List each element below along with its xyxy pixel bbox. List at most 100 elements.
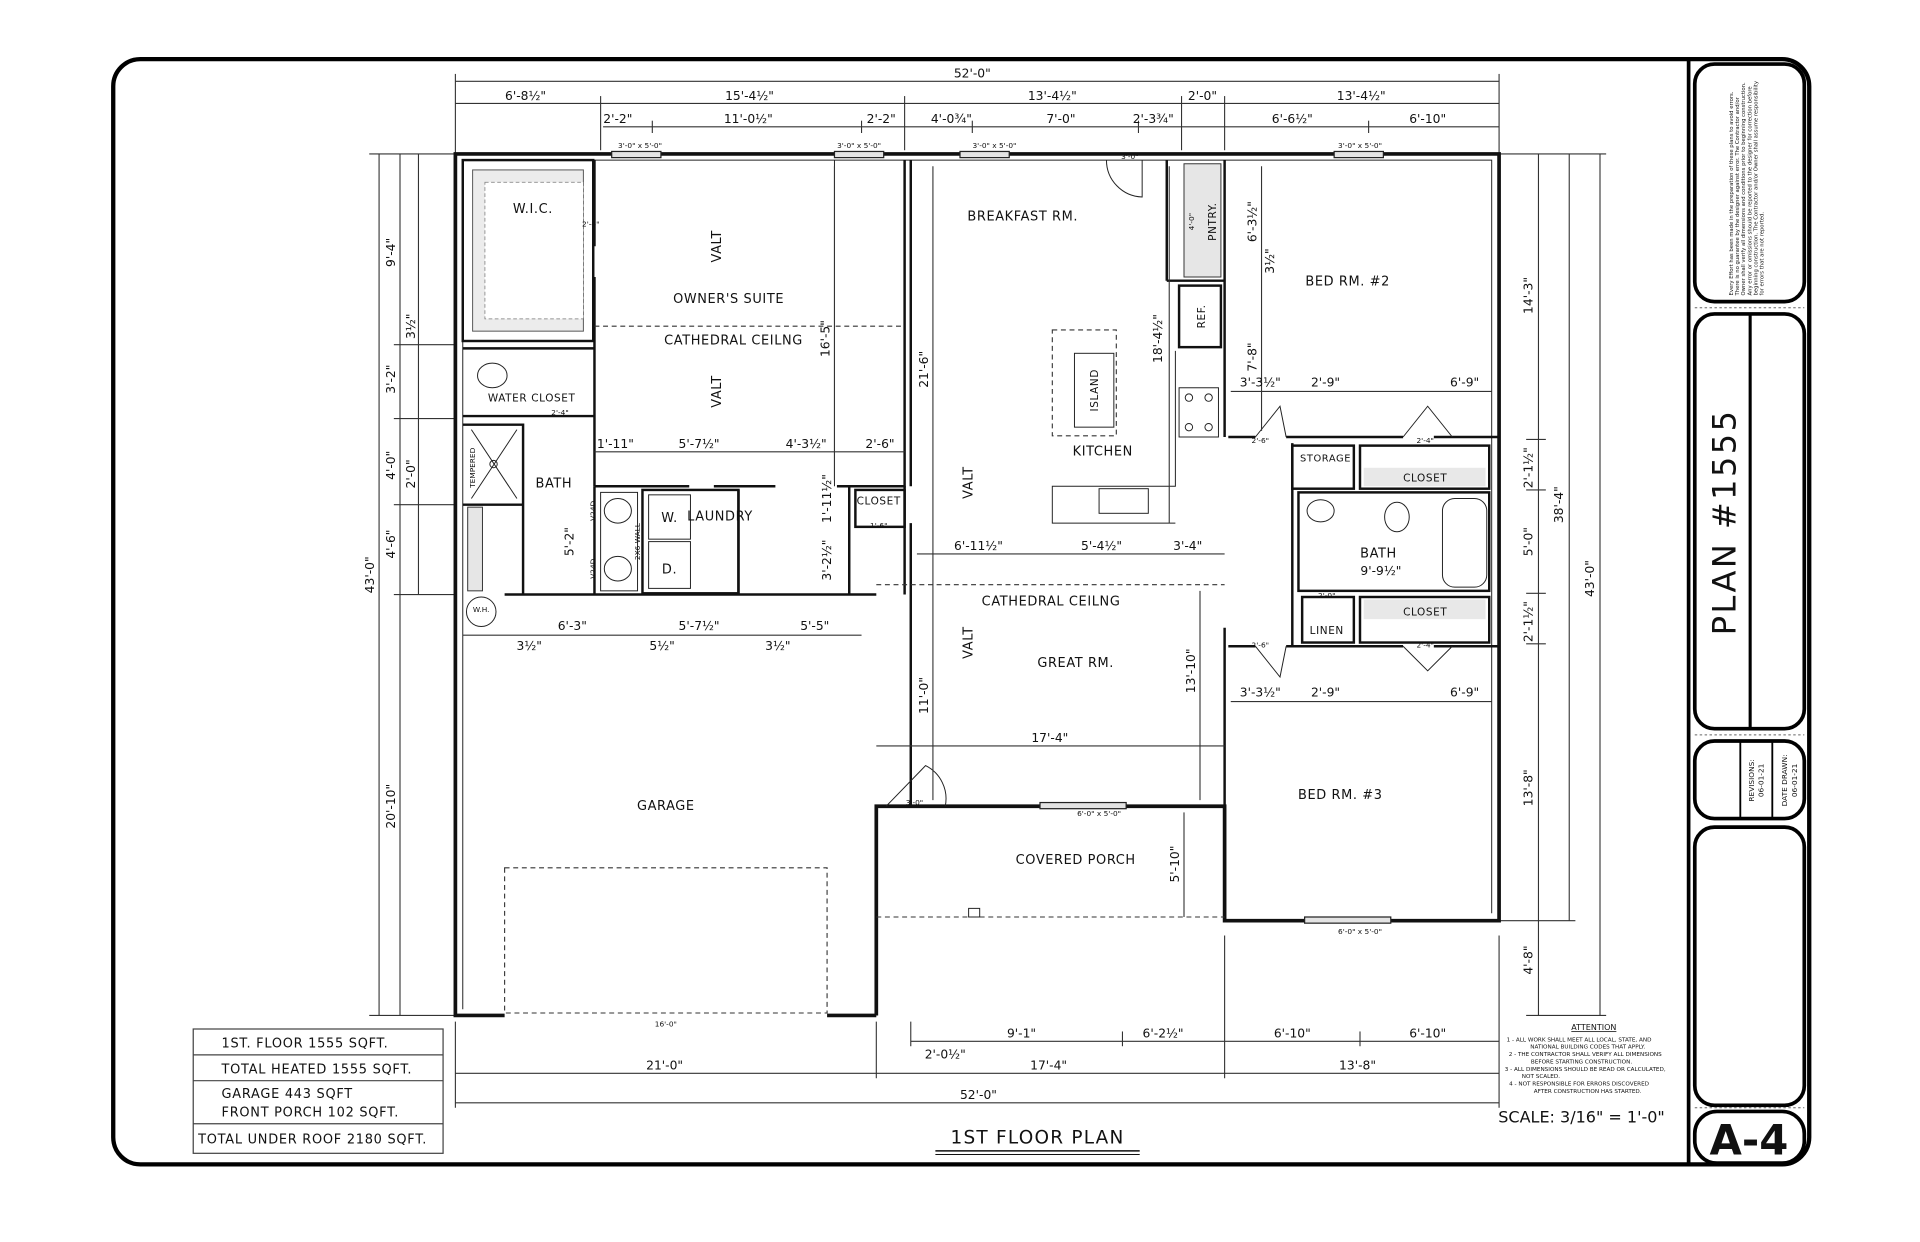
attention-line: BEFORE STARTING CONSTRUCTION. xyxy=(1531,1059,1632,1065)
room-label-storage: STORAGE xyxy=(1300,454,1351,465)
sink-note: V24D xyxy=(589,558,598,578)
dimension-label: 5'-5" xyxy=(800,619,829,633)
dimension-label: 21'-6" xyxy=(917,351,931,388)
dimension-label: 13'-4½" xyxy=(1337,89,1386,103)
room-label-closet: CLOSET xyxy=(1403,472,1447,484)
interior-dimensions: 16'-5" 21'-6" 18'-4½" 6'-3½" 3½" 7'-8" 3… xyxy=(462,152,1492,918)
island-label: ISLAND xyxy=(1089,369,1101,412)
dimension-label: 7'-0" xyxy=(1046,112,1075,126)
dimension-label: 2'-4" xyxy=(1416,640,1433,649)
dimension-label: 2'-9" xyxy=(1311,376,1340,390)
dimension-label: 6'-8½" xyxy=(505,89,546,103)
dimension-label: 38'-4" xyxy=(1552,486,1566,523)
dimension-label: 17'-4" xyxy=(1031,731,1068,745)
sink-note: V24D xyxy=(589,500,598,520)
disclaimer-line: Any error or omissions should be reporte… xyxy=(1747,86,1753,295)
disclaimer-line: beginning construction. The Contractor a… xyxy=(1754,81,1760,295)
dimension-label: 6'-6½" xyxy=(1272,112,1313,126)
dimension-label: 6'-3" xyxy=(558,619,587,633)
dryer-label: D. xyxy=(662,563,677,578)
ceiling-note: CATHEDRAL CEILNG xyxy=(664,334,803,349)
wall-note: 2X6 WALL xyxy=(633,522,642,560)
room-label-water-closet: WATER CLOSET xyxy=(488,392,576,404)
dimension-label: 2'-0" xyxy=(404,459,418,488)
room-label-kitchen: KITCHEN xyxy=(1073,444,1133,459)
room-label-wic: W.I.C. xyxy=(513,202,553,217)
dimension-label: 11'-0" xyxy=(917,677,931,714)
room-label-linen: LINEN xyxy=(1310,625,1344,637)
ceiling-note: VALT xyxy=(710,375,725,408)
shower-note: TEMPERED xyxy=(468,447,477,488)
left-dimensions: 9'-4" 3½" 3'-2" 4'-0" 2'-0" 4'-6" 43'-0"… xyxy=(363,153,456,1017)
attention-line: 3 - ALL DIMENSIONS SHOULD BE READ OR CAL… xyxy=(1505,1067,1666,1073)
drawing-scale: SCALE: 3/16" = 1'-0" xyxy=(1498,1108,1665,1127)
dimension-label: 5'-10" xyxy=(1168,846,1182,883)
dimension-label: 13'-10" xyxy=(1184,648,1198,693)
dimension-label: 6'-9" xyxy=(1450,376,1479,390)
attention-notes: ATTENTION 1 - ALL WORK SHALL MEET ALL LO… xyxy=(1505,1023,1666,1095)
dimension-label: 3'-2" xyxy=(384,365,398,394)
attention-heading: ATTENTION xyxy=(1571,1023,1616,1032)
dimension-label: 3½" xyxy=(404,314,418,339)
dimension-label: 4'-0" xyxy=(384,451,398,480)
title-block: Every Effort has been made in the prepar… xyxy=(1692,62,1807,1165)
dimension-label: 6'-11½" xyxy=(954,539,1003,553)
sheet-number: A-4 xyxy=(1710,1116,1789,1165)
revisions-date: 06-01-21 xyxy=(1757,763,1766,797)
dimension-label: 18'-4½" xyxy=(1151,314,1165,363)
area-total-heated: TOTAL HEATED 1555 SQFT. xyxy=(221,1062,413,1077)
dimension-label: 5½" xyxy=(649,639,674,653)
dimension-label: 17'-4" xyxy=(1030,1059,1067,1073)
dimension-label: 3½" xyxy=(765,639,790,653)
dimension-label: 3'-4" xyxy=(1173,539,1202,553)
dimension-label: 2'-4" xyxy=(1416,436,1433,445)
dimension-label: 6'-10" xyxy=(1274,1027,1311,1041)
dimension-label: 2'-1½" xyxy=(1521,447,1535,488)
dimension-label: 9'-9½" xyxy=(1360,564,1401,578)
dimension-label: 43'-0" xyxy=(1583,560,1597,597)
dimension-label: 13'-8" xyxy=(1339,1059,1376,1073)
dimension-label: 1'-11" xyxy=(597,437,634,451)
dimension-label: 5'-7½" xyxy=(679,437,720,451)
right-dimensions: 14'-3" 2'-1½" 5'-0" 2'-1½" 13'-8" 4'-8" … xyxy=(1499,153,1607,1017)
refrigerator-label: REF. xyxy=(1196,304,1208,328)
attention-line: AFTER CONSTRUCTION HAS STARTED. xyxy=(1534,1089,1642,1095)
dimension-label: 15'-4½" xyxy=(725,89,774,103)
dimension-label: 3½" xyxy=(1263,248,1277,273)
dimension-label: 4'-6" xyxy=(384,530,398,559)
dimension-label: 4'-3½" xyxy=(786,437,827,451)
window-label: 3'-0" x 5'-0" xyxy=(837,141,881,150)
room-labels: W.I.C. OWNER'S SUITE CATHEDRAL CEILNG VA… xyxy=(468,202,1447,936)
dimension-label: 13'-4½" xyxy=(1028,89,1077,103)
dimension-label: 2'-0" xyxy=(1188,89,1217,103)
area-table: 1ST. FLOOR 1555 SQFT. TOTAL HEATED 1555 … xyxy=(192,1028,444,1154)
dimension-label: 16'-0" xyxy=(655,1020,677,1029)
top-dimensions: 52'-0" 6'-8½" 15'-4½" 13'-4½" 2'-0" 13'-… xyxy=(454,67,1500,154)
room-label-garage: GARAGE xyxy=(637,799,695,814)
room-label-pantry: PNTRY. xyxy=(1207,202,1219,240)
room-label-covered-porch: COVERED PORCH xyxy=(1016,853,1136,868)
dimension-label: 2'-1½" xyxy=(1521,601,1535,642)
dimension-label: 6'-10" xyxy=(1409,1027,1446,1041)
disclaimer-line: There is no guarantee by the designer ag… xyxy=(1735,96,1741,296)
bottom-dimensions: 16'-0" 9'-1" 6'-2½" 6'-10" 6'-10" 2'-0½"… xyxy=(454,935,1500,1108)
dimension-label: 6'-9" xyxy=(1450,686,1479,700)
drawing-title: 1ST FLOOR PLAN xyxy=(951,1127,1125,1148)
room-label-closet: CLOSET xyxy=(1403,606,1447,618)
dimension-label: 13'-8" xyxy=(1521,769,1535,806)
dimension-label: 6'-2½" xyxy=(1143,1027,1184,1041)
attention-line: NOT SCALED. xyxy=(1522,1074,1560,1080)
dimension-label: 2'-2" xyxy=(603,112,632,126)
building-walls xyxy=(453,150,1501,1018)
attention-line: NATIONAL BUILDING CODES THAT APPLY. xyxy=(1530,1045,1645,1051)
date-drawn-label: DATE DRAWN: xyxy=(1780,754,1789,806)
dimension-label: 2'-6" xyxy=(1252,640,1269,649)
ceiling-note: CATHEDRAL CEILNG xyxy=(982,595,1121,610)
dimension-label: 2'-6" xyxy=(1252,436,1269,445)
ceiling-note: VALT xyxy=(710,230,725,263)
dimension-label: 4'-0" xyxy=(1187,213,1196,230)
room-label-bath: BATH xyxy=(535,476,572,491)
dimension-label: 14'-3" xyxy=(1521,277,1535,314)
disclaimer-line: for errors that are not reported. xyxy=(1760,212,1766,296)
dimension-label: 3'-3½" xyxy=(1240,686,1281,700)
